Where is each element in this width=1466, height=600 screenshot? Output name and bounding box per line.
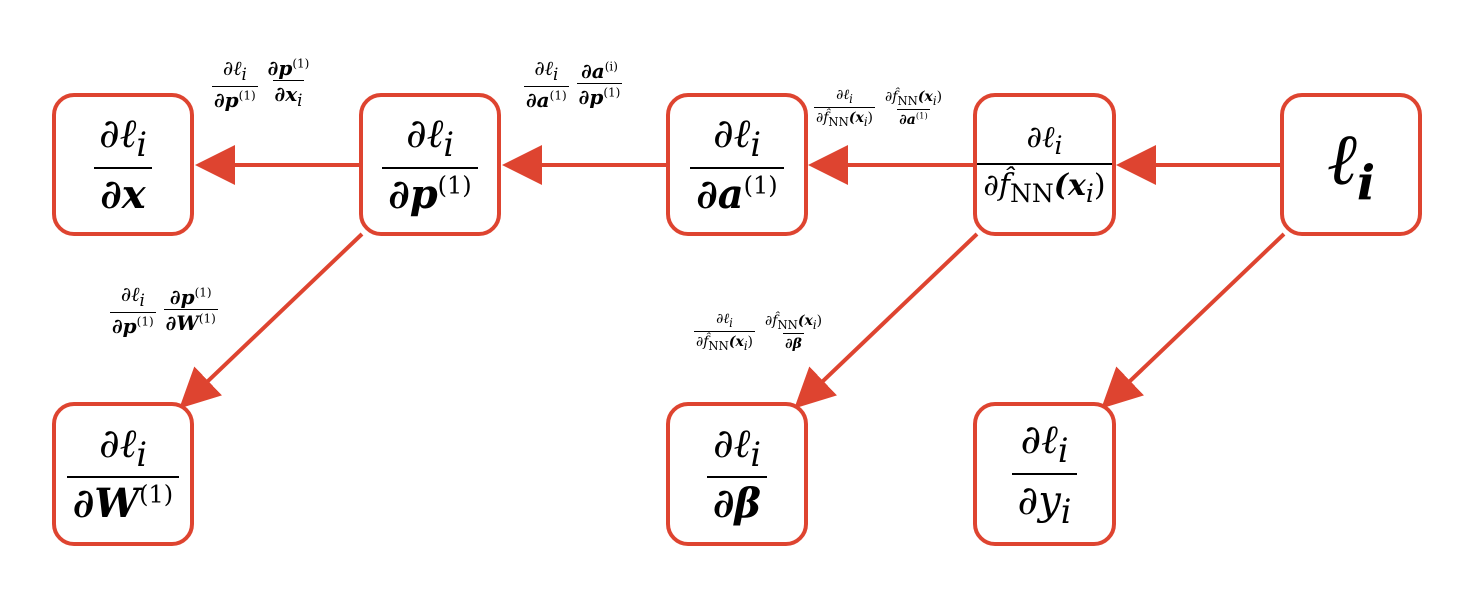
fraction: ∂ℓi ∂yi xyxy=(1011,420,1078,528)
node-dl-dp1: ∂ℓi ∂p(1) xyxy=(359,93,501,236)
node-dl-dfnn: ∂ℓi ∂f̂NN(xi) xyxy=(973,93,1116,236)
edge-label-p-to-x: ∂ℓi ∂p(1) ∂p(1) ∂xi xyxy=(212,56,311,112)
fraction: ∂p(1) ∂xi xyxy=(267,56,310,110)
fraction: ∂p(1) ∂W(1) xyxy=(163,284,218,335)
fraction: ∂ℓi ∂a(1) xyxy=(690,114,784,214)
loss-symbol: ℓi xyxy=(1326,117,1376,212)
fraction: ∂f̂NN(xi) ∂β xyxy=(765,312,823,353)
fraction: ∂ℓi ∂p(1) xyxy=(212,56,258,112)
edge-l-to-y xyxy=(1101,232,1286,409)
node-dl-dw1: ∂ℓi ∂W(1) xyxy=(52,402,194,546)
fraction: ∂ℓi ∂x xyxy=(93,114,153,214)
fraction: ∂a(i) ∂p(1) xyxy=(576,58,623,109)
node-dl-dbeta: ∂ℓi ∂β xyxy=(666,402,808,546)
fraction: ∂f̂NN(xi) ∂a(1) xyxy=(885,88,943,129)
fraction: ∂ℓi ∂f̂NN(xi) xyxy=(814,87,876,130)
fraction: ∂ℓi ∂p(1) xyxy=(110,282,156,338)
edge-f-to-beta xyxy=(794,232,979,409)
node-dl-da1: ∂ℓi ∂a(1) xyxy=(666,93,808,236)
node-dl-dx: ∂ℓi ∂x xyxy=(52,93,194,236)
edge-p-to-w xyxy=(179,232,364,409)
edge-label-a-to-p: ∂ℓi ∂a(1) ∂a(i) ∂p(1) xyxy=(524,56,623,112)
fraction: ∂ℓi ∂f̂NN(xi) xyxy=(694,311,756,354)
fraction: ∂ℓi ∂p(1) xyxy=(382,114,478,214)
fraction: ∂ℓi ∂β xyxy=(707,424,767,524)
node-dl-dy: ∂ℓi ∂yi xyxy=(973,402,1116,546)
node-loss: ℓi xyxy=(1280,93,1422,236)
edge-label-f-to-beta: ∂ℓi ∂f̂NN(xi) ∂f̂NN(xi) ∂β xyxy=(694,312,824,353)
edge-label-p-to-w: ∂ℓi ∂p(1) ∂p(1) ∂W(1) xyxy=(110,284,218,336)
fraction: ∂ℓi ∂a(1) xyxy=(524,56,569,112)
fraction: ∂ℓi ∂W(1) xyxy=(66,424,180,524)
fraction: ∂ℓi ∂f̂NN(xi) xyxy=(977,123,1112,206)
edge-label-f-to-a: ∂ℓi ∂f̂NN(xi) ∂f̂NN(xi) ∂a(1) xyxy=(814,88,944,129)
